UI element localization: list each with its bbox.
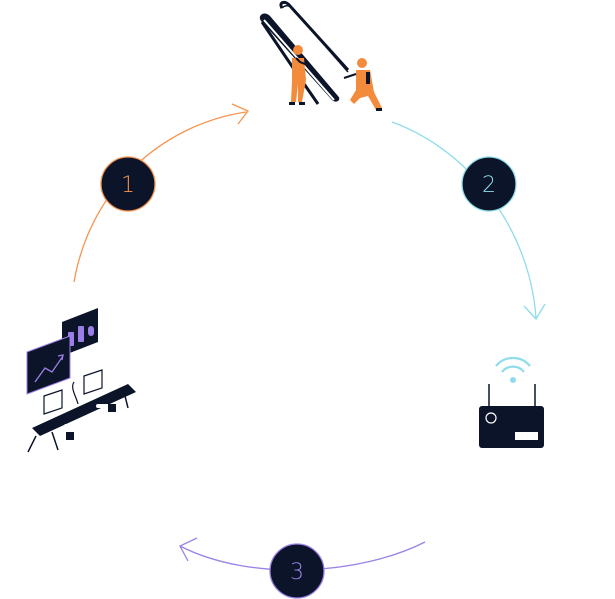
control-room-dashboard-icon xyxy=(26,308,136,453)
step-badge-2: 2 xyxy=(461,156,517,212)
step-number-3: 3 xyxy=(290,560,304,585)
arrowhead-step-3 xyxy=(179,537,198,562)
escalator-workers-icon xyxy=(259,0,382,111)
arc-step-1 xyxy=(73,111,247,283)
arrowhead-step-1 xyxy=(231,103,250,125)
step-badge-1: 1 xyxy=(100,156,156,212)
arrowhead-step-2 xyxy=(523,303,546,321)
step-number-2: 2 xyxy=(482,173,496,198)
wifi-router-icon xyxy=(479,356,544,448)
step-number-1: 1 xyxy=(121,173,135,198)
arc-step-2 xyxy=(391,121,537,319)
step-badge-3: 3 xyxy=(269,543,325,599)
